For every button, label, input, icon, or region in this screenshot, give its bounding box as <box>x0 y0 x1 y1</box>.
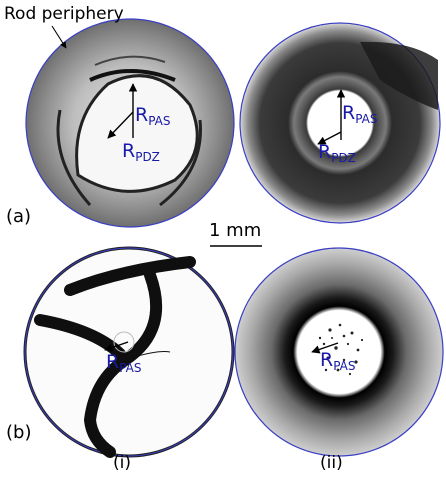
arrow-rod-periphery <box>51 25 67 49</box>
arrow-rpas-b-ii <box>311 342 339 354</box>
dark-band-left <box>56 109 92 206</box>
arrow-rpdz-a-i <box>107 111 134 139</box>
arrow-rpdz-a-ii <box>317 131 342 145</box>
label-rpdz-a-ii: RPDZ <box>318 141 356 165</box>
scale-bar-label: 1 mm <box>209 220 262 241</box>
label-rpas-a-i: RPAS <box>135 104 171 128</box>
panel-a-ii <box>239 22 441 224</box>
label-rpas-a-ii: RPAS <box>342 102 378 126</box>
panel-a-i <box>25 18 235 228</box>
row-label-a: (a) <box>6 206 32 227</box>
rod-disk-b-ii <box>234 247 444 457</box>
panel-b-i <box>23 246 235 458</box>
rod-periphery-label: Rod periphery <box>4 4 124 24</box>
dark-arm-left <box>34 314 126 360</box>
triangular-zone-a-i <box>75 74 199 193</box>
dark-arm-bottom <box>83 269 163 458</box>
column-label-ii: (ii) <box>320 453 343 473</box>
dark-band-top <box>89 69 176 82</box>
dark-band-right <box>159 119 202 207</box>
dark-arm-top <box>64 256 196 296</box>
arrow-rpas-b-i <box>104 341 129 352</box>
panel-b-ii <box>234 247 444 457</box>
label-rpas-b-i: RPAS <box>106 351 142 375</box>
label-rpas-b-ii: RPAS <box>320 349 356 373</box>
row-label-b: (b) <box>6 422 32 443</box>
label-rpdz-a-i: RPDZ <box>122 140 160 164</box>
column-label-i: (i) <box>113 453 131 473</box>
